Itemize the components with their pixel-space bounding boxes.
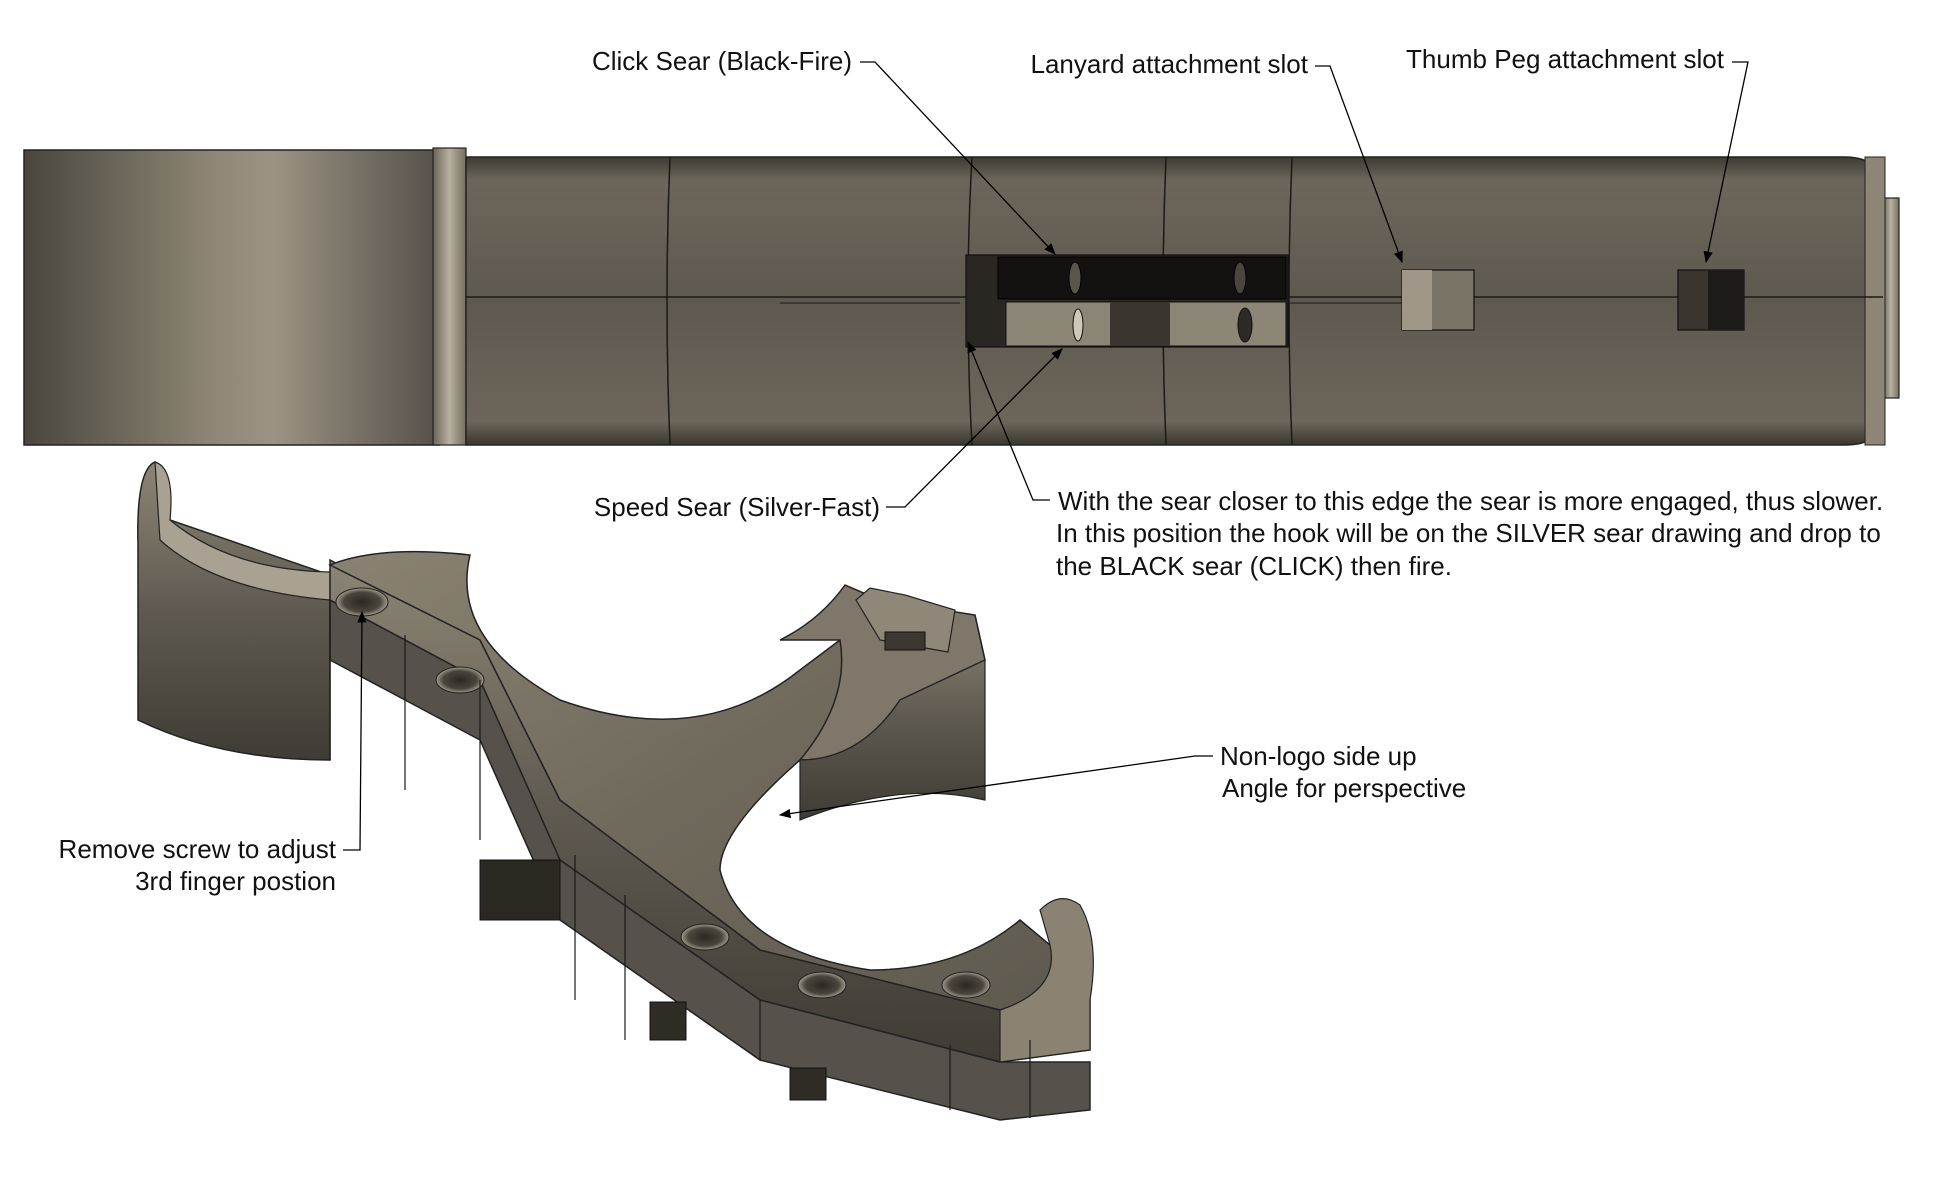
- label-non-logo-1: Non-logo side up: [1220, 741, 1417, 771]
- leader-sear-edge: [967, 340, 1050, 501]
- label-remove-screw-2: 3rd finger postion: [135, 866, 336, 896]
- pin-black: [1068, 261, 1082, 295]
- leader-thumb-peg: [1703, 61, 1749, 264]
- perspective-view: [137, 461, 1094, 1121]
- top-tab: [855, 587, 956, 653]
- internal-window: [479, 859, 561, 921]
- labels: Click Sear (Black-Fire) Lanyard attachme…: [59, 44, 1884, 896]
- label-sear-note-3: the BLACK sear (CLICK) then fire.: [1056, 551, 1452, 581]
- upper-hook-wall: [799, 614, 986, 821]
- pin-silver-2: [1237, 307, 1253, 343]
- side-slot-1: [649, 1001, 687, 1041]
- label-remove-screw-1: Remove screw to adjust: [59, 834, 337, 864]
- side-slot-2: [789, 1067, 827, 1101]
- label-thumb-peg-slot: Thumb Peg attachment slot: [1406, 44, 1725, 74]
- leader-click-sear: [860, 61, 1056, 255]
- pin-black-2: [1233, 261, 1247, 295]
- screw-hole-4: [797, 971, 847, 999]
- label-click-sear: Click Sear (Black-Fire): [592, 46, 852, 76]
- screw-hole-3: [680, 923, 730, 951]
- end-cap: [1864, 156, 1886, 446]
- leader-lines: [343, 61, 1749, 851]
- label-lanyard-slot: Lanyard attachment slot: [1031, 49, 1309, 79]
- pin-silver: [1072, 308, 1084, 342]
- left-arm-top: [154, 461, 331, 601]
- label-sear-note-2: In this position the hook will be on the…: [1056, 518, 1881, 548]
- lower-hook: [999, 898, 1094, 1063]
- sear-shadow: [1110, 302, 1170, 346]
- top-tab-slot: [884, 631, 926, 651]
- screw-hole-1: [335, 587, 389, 617]
- cylinder-collar: [432, 147, 467, 446]
- screw-hole-5: [941, 971, 991, 999]
- label-sear-note-1: With the sear closer to this edge the se…: [1058, 486, 1883, 516]
- leader-lanyard: [1315, 65, 1403, 264]
- lanyard-slot-face: [1402, 270, 1432, 330]
- perspective-segment-lines: [329, 600, 1031, 1118]
- thumb-peg-slot-depth: [1708, 270, 1744, 330]
- side-view: [23, 147, 1900, 446]
- label-non-logo-2: Angle for perspective: [1222, 773, 1466, 803]
- label-speed-sear: Speed Sear (Silver-Fast): [594, 492, 880, 522]
- cylinder-end: [23, 149, 440, 446]
- screw-hole-2: [435, 666, 485, 694]
- leader-remove-screw: [343, 610, 367, 851]
- leader-non-logo: [778, 755, 1213, 819]
- leader-speed-sear: [886, 348, 1063, 508]
